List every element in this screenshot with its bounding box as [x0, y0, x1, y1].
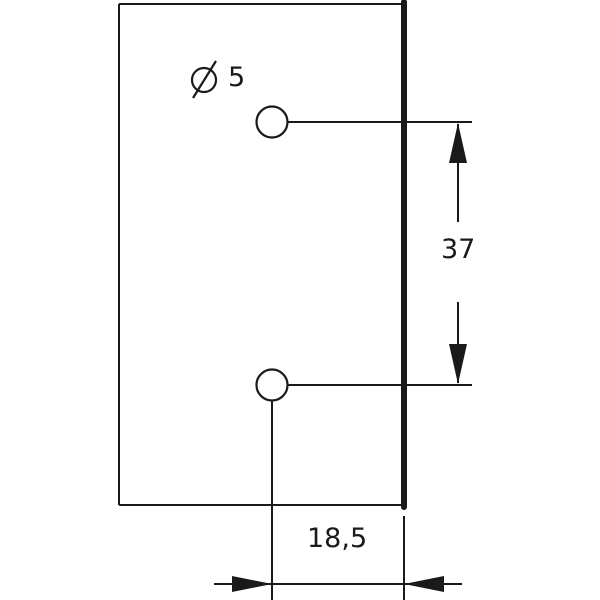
arrow-down-icon	[449, 344, 467, 384]
hole-spacing-label: 37	[441, 234, 475, 265]
arrow-right-icon	[232, 576, 272, 592]
edge-distance-dimension: 18,5	[214, 401, 462, 600]
diameter-value: 5	[228, 62, 245, 93]
hole-bottom	[255, 368, 289, 402]
diameter-callout: Ø 5	[190, 60, 245, 99]
arrow-left-icon	[404, 576, 444, 592]
arrow-up-icon	[449, 123, 467, 163]
hole-spacing-dimension: 37	[288, 121, 475, 386]
hole-top	[255, 105, 289, 139]
plate	[118, 0, 407, 510]
diameter-symbol-icon: Ø	[190, 60, 218, 99]
edge-distance-label: 18,5	[307, 523, 367, 554]
